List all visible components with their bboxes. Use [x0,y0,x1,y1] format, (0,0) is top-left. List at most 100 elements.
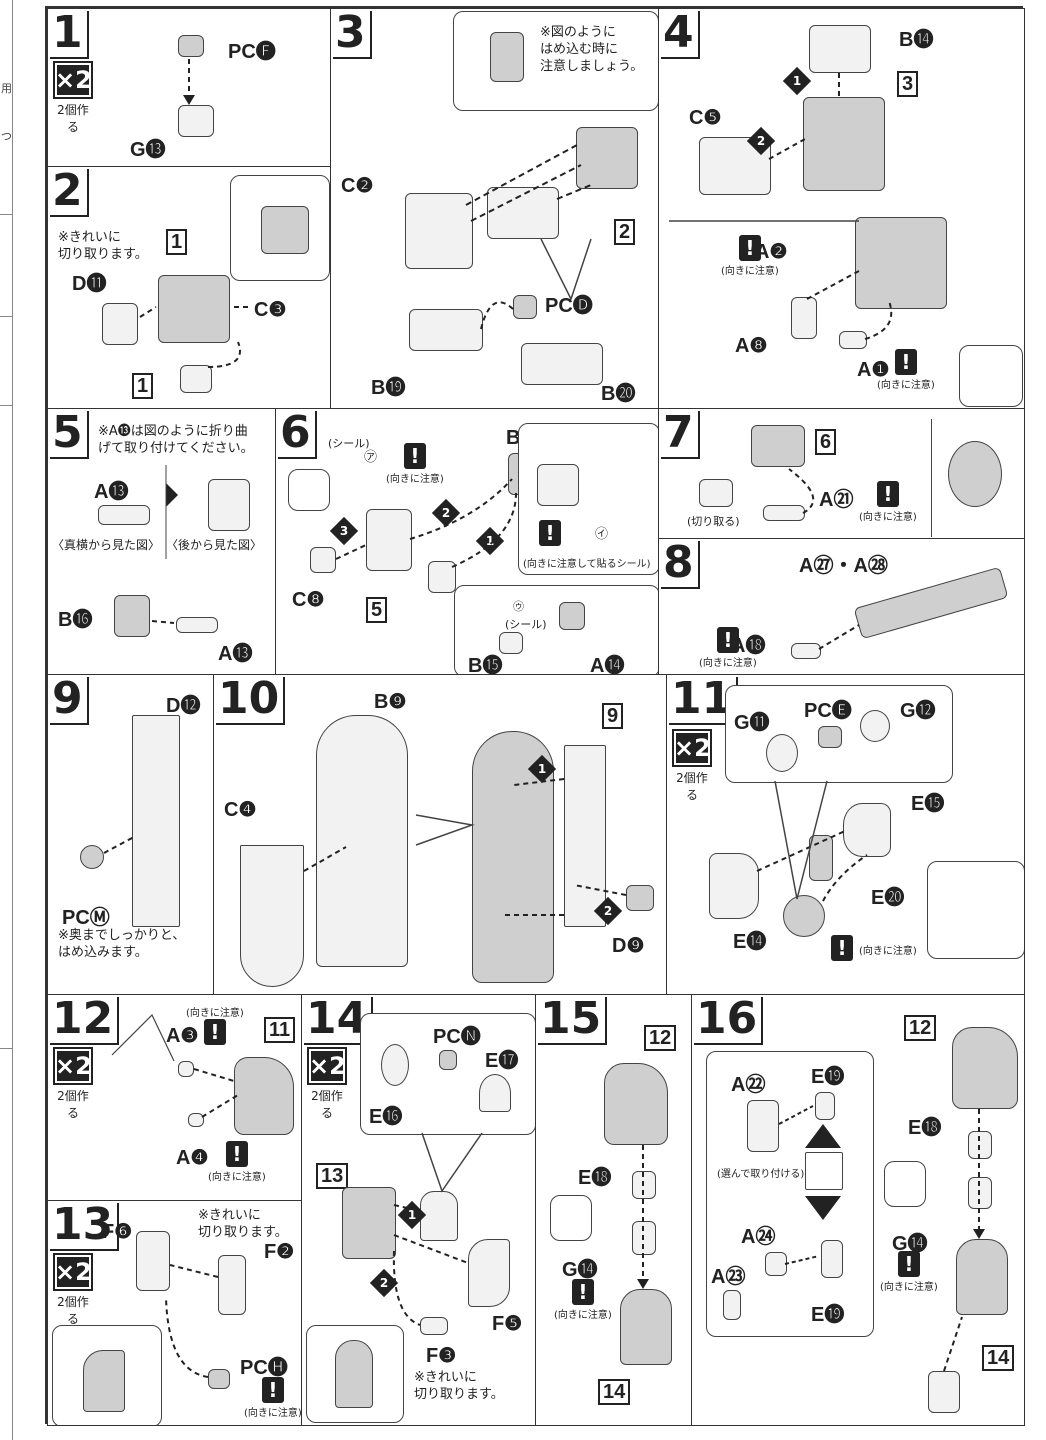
step-number: 5 [50,411,89,459]
make-two-badge: ×2 2個作る [52,61,94,135]
step-ref: 9 [602,703,624,729]
seal-id: ㋒ [513,600,524,613]
part-label: A⓭ [218,643,253,665]
caution-text: (向きに注意) [186,1008,244,1019]
step-16-panel: 16 A㉒ E⓳ (選んで取り付ける) A㉔ A㉓ E⓳ 12 E⓲ [691,994,1025,1426]
part-b20 [521,343,603,385]
step-number: 10 [216,677,286,725]
part-d11 [102,303,138,345]
x2-mark: ×2 [53,1253,93,1291]
part-a14-piece [559,602,585,630]
part-body [158,275,230,343]
step-ref: 1 [166,229,188,255]
step-1-panel: 1 ×2 2個作る PC🅕 G⓭ [47,8,332,168]
step-ref: 2 [614,219,636,245]
step-7-panel: 7 6 (切り取る) A㉑ ! (向きに注意) [658,408,1025,540]
part-label: A⓲ [731,635,766,657]
part-label: C❺ [689,107,722,129]
part-label: A❽ [735,335,768,357]
margin-char: 用 [1,82,12,95]
detail-box: ※図のように はめ込む時に 注意しましょう。 [453,11,659,111]
part-label: B⓰ [58,609,93,631]
part-label: F❺ [492,1313,523,1335]
part-b9 [316,715,408,967]
part-label: D⓫ [72,273,107,295]
part-label: C❹ [224,799,257,821]
cut-label: (切り取る) [687,515,740,528]
part-label: A㉔ [741,1226,776,1248]
step-ref: 12 [644,1025,677,1051]
step-number: 1 [50,11,89,59]
detail-box: G⓫ PC🅔 G⓬ [725,685,953,783]
choose-label: (選んで取り付ける) [717,1169,805,1180]
part-pc-d [513,295,537,319]
x2-label: 2個作る [57,1089,89,1120]
view-label: 〈後から見た図〉 [166,538,263,552]
part-label: A⓭ [94,481,129,503]
part-b19 [409,309,483,351]
step-number: 8 [661,541,700,589]
caution-text: (向きに注意) [208,1172,266,1183]
assembly-arrow [165,1264,219,1378]
assembly-arrow [183,59,195,105]
part-a13-back [208,479,250,531]
part-head [366,509,412,571]
part-label: G⓮ [892,1233,928,1255]
step-14-panel: 14 ×2 2個作る PC🅝 E⓱ E⓰ 13 F❺ F❸ ※きれいに 切り取り… [301,994,537,1426]
step-ref: 1 [132,373,154,399]
part-e17 [479,1074,511,1112]
assembly-arrow [788,468,815,514]
part-detail [335,1340,373,1408]
step-ref: 14 [982,1345,1015,1371]
part-d9 [626,885,654,911]
part-detail [948,441,1002,507]
part-b14 [809,25,871,73]
caution-mark: (向きに注意) ! [186,1003,244,1045]
part-label: F❸ [426,1345,457,1367]
exclamation-icon: ! [539,520,561,546]
note: ※きれいに 切り取ります。 [58,230,148,262]
exclamation-icon: ! [738,235,761,261]
caution-mark: ! (向きに注意) [244,1377,302,1419]
part-label: B⓮ [899,29,934,51]
margin-tick [0,214,12,215]
part-e14 [709,853,759,919]
assembly-arrow [139,306,248,368]
part-label: B⓯ [468,655,503,676]
step-number: 16 [694,997,764,1045]
part-detail [83,1350,125,1412]
caution-mark: ! (向きに注意) [208,1141,266,1183]
step-2-panel: 2 ※きれいに 切り取ります。 1 D⓫ C❸ 1 [47,166,332,410]
detail-box: ! ㋑ (向きに注意して貼るシール) [518,423,659,575]
caution-text: (向きに注意) [721,266,779,277]
assembly-arrow [637,1145,649,1289]
seal-label: (シール) [328,437,370,450]
part-label: PC🅝 [433,1026,481,1048]
step-ref: 5 [366,597,388,623]
caution-text: (向きに注意) [244,1408,302,1419]
part-hand-assembly [952,1027,1018,1109]
part-e19 [815,1092,835,1120]
exclamation-icon: ! [261,1377,284,1403]
part-a22 [747,1100,779,1152]
part-label: E⓲ [908,1117,942,1139]
step-number: 9 [50,677,89,725]
step-number: 6 [278,411,317,459]
part-pc-n [439,1050,457,1070]
caution-mark: ! (向きに注意) [877,349,935,391]
step-ref: 3 [897,71,919,97]
detail-box [931,419,1024,537]
x2-label: 2個作る [676,771,708,802]
margin-char: つ [1,130,12,143]
assembly-arrow [335,478,517,568]
margin-tick [0,1048,12,1049]
x2-mark: ×2 [307,1047,347,1085]
make-two-badge: ×2 2個作る [671,729,713,803]
note: ※奥までしっかりと、 はめ込みます。 [58,928,186,960]
part-label: G⓫ [734,712,770,734]
part-forearm [956,1239,1008,1315]
part-pc-f [178,35,204,57]
part-a23 [723,1290,741,1320]
part-g13 [178,105,214,137]
part-c2 [405,193,473,269]
